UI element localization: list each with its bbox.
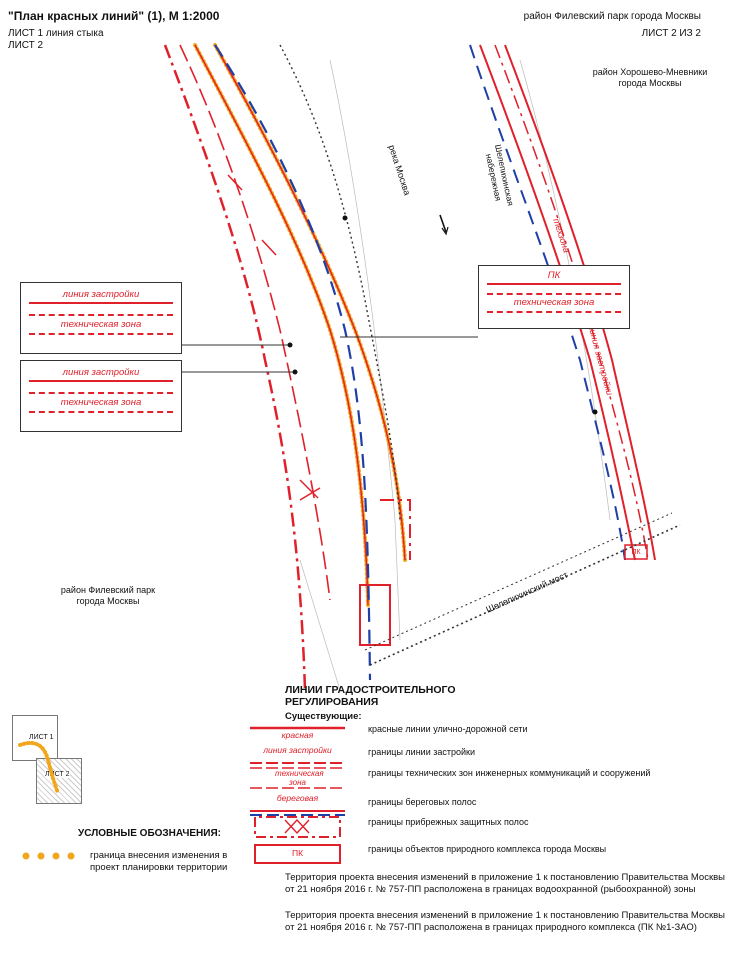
callout-1-line1: линия застройки bbox=[62, 289, 140, 300]
map-point-1 bbox=[342, 215, 348, 221]
protective-strip-symbol bbox=[254, 816, 341, 838]
legend-text-protective: границы прибрежных защитных полос bbox=[368, 817, 529, 827]
inset-route bbox=[18, 740, 60, 795]
legend-conventional-title: УСЛОВНЫЕ ОБОЗНАЧЕНИЯ: bbox=[78, 828, 221, 839]
red-line-dashed-left bbox=[179, 44, 331, 601]
change-boundary-right bbox=[213, 43, 407, 562]
legend-sym-techzone: техническая зона bbox=[275, 769, 324, 787]
legend-note-2: Территория проекта внесения изменений в … bbox=[285, 910, 725, 933]
inset-sheet-1: ЛИСТ 1 bbox=[12, 715, 58, 761]
callout-building-zone-2: линия застройки техническая зона bbox=[20, 360, 182, 432]
protective-strip-right bbox=[494, 44, 649, 561]
bridge-line-1 bbox=[369, 524, 681, 666]
protective-strip-corner bbox=[380, 499, 411, 560]
pk-box-left bbox=[359, 584, 391, 646]
leader-point-1 bbox=[287, 342, 293, 348]
protective-strip-line-left bbox=[163, 44, 307, 690]
callout-pk-zone: ПК техническая зона bbox=[478, 265, 630, 329]
sheet-2-label: ЛИСТ 2 bbox=[8, 40, 44, 51]
red-line-right-bank-1 bbox=[479, 44, 636, 561]
legend-sym-pk: ПК bbox=[291, 848, 304, 858]
callout-2-line2: техническая зона bbox=[60, 397, 142, 408]
legend-text-shore: границы береговых полос bbox=[368, 797, 477, 807]
inset-sheet-2: ЛИСТ 2 bbox=[36, 758, 82, 804]
district-right-label: район Хорошево-Мневники города Москвы bbox=[592, 67, 708, 88]
legend-note-1: Территория проекта внесения изменений в … bbox=[285, 872, 725, 895]
map-point-2 bbox=[592, 409, 598, 415]
leader-point-2 bbox=[292, 369, 298, 375]
legend-existing: Существующие: bbox=[285, 711, 362, 722]
inset-sheet-2-label: ЛИСТ 2 bbox=[45, 771, 70, 778]
shoreline-line-left bbox=[214, 44, 372, 681]
change-boundary-symbol bbox=[22, 852, 75, 860]
callout-3-line2: техническая зона bbox=[513, 297, 595, 308]
sheet-join-label: ЛИСТ 1 линия стыка bbox=[8, 28, 104, 39]
legend-text-red: красные линии улично-дорожной сети bbox=[368, 724, 528, 734]
map-canvas[interactable] bbox=[0, 0, 743, 690]
red-line-right bbox=[214, 44, 406, 561]
callout-2-line1: линия застройки bbox=[62, 367, 140, 378]
legend-sym-shore: береговая bbox=[276, 793, 319, 803]
shoreline-line-right bbox=[469, 44, 626, 561]
red-line-left bbox=[194, 44, 369, 606]
road-edge-dotted bbox=[279, 44, 401, 521]
sheet-count: ЛИСТ 2 ИЗ 2 bbox=[641, 28, 701, 39]
callout-3-pk: ПК bbox=[547, 270, 561, 281]
district-header: район Филевский парк города Москвы bbox=[523, 11, 701, 22]
callout-building-zone-1: линия застройки техническая зона bbox=[20, 282, 182, 354]
bridge-line-2 bbox=[364, 512, 673, 651]
legend-sym-building: линия застройки bbox=[263, 745, 332, 755]
legend-section-title: ЛИНИИ ГРАДОСТРОИТЕЛЬНОГО РЕГУЛИРОВАНИЯ bbox=[285, 684, 456, 708]
pk-mark: ПК bbox=[631, 549, 641, 556]
legend-sym-red: красная bbox=[281, 730, 314, 740]
legend-text-building: границы линии застройки bbox=[368, 747, 475, 757]
legend-text-techzone: границы технических зон инженерных комму… bbox=[368, 768, 651, 778]
flow-arrow bbox=[439, 214, 447, 233]
change-boundary-left bbox=[193, 43, 370, 607]
change-boundary-text: граница внесения изменения в проект план… bbox=[90, 850, 228, 873]
district-left-label: район Филевский парк города Москвы bbox=[60, 585, 156, 606]
legend-text-pk: границы объектов природного комплекса го… bbox=[368, 844, 607, 854]
inset-sheet-1-label: ЛИСТ 1 bbox=[29, 734, 54, 741]
red-line-right-bank-2 bbox=[504, 44, 656, 561]
map-title: "План красных линий" (1), М 1:2000 bbox=[8, 9, 220, 23]
callout-1-line2: техническая зона bbox=[60, 319, 142, 330]
